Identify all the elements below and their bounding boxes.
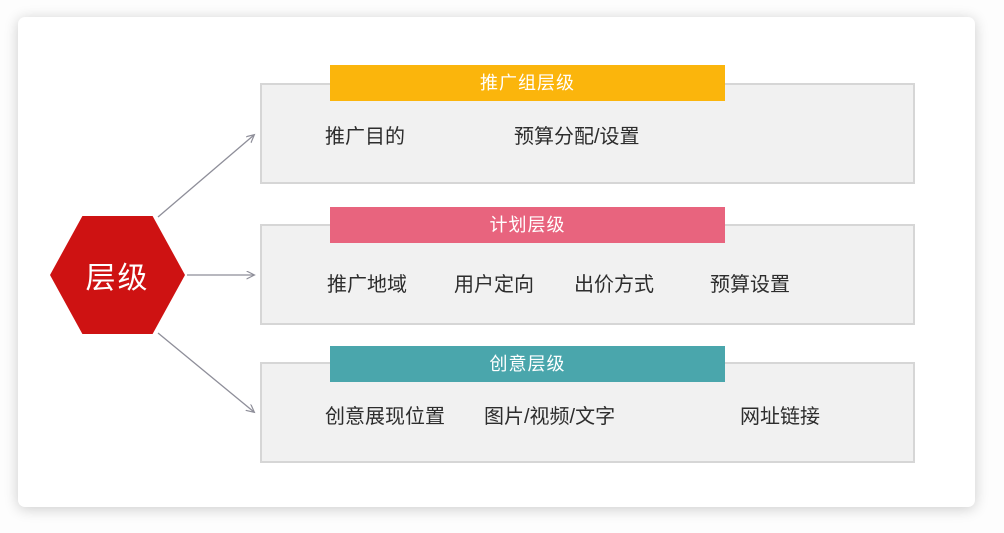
creative-level-item: 图片/视频/文字 [484,406,616,428]
plan-level-item: 出价方式 [574,274,654,296]
plan-level-item: 推广地域 [327,274,407,296]
creative-level-item: 网址链接 [740,406,820,428]
plan-level-header: 计划层级 [330,207,725,243]
creative-level-header: 创意层级 [330,346,725,382]
group-level-item: 推广目的 [325,126,405,148]
group-level-header: 推广组层级 [330,65,725,101]
plan-level-item: 用户定向 [454,274,534,296]
creative-level-item: 创意展现位置 [325,406,445,428]
root-node-label: 层级 [85,262,150,295]
root-node-hexagon[interactable]: 层级 [50,216,185,334]
group-level-item: 预算分配/设置 [514,126,640,148]
plan-level-item: 预算设置 [710,274,790,296]
